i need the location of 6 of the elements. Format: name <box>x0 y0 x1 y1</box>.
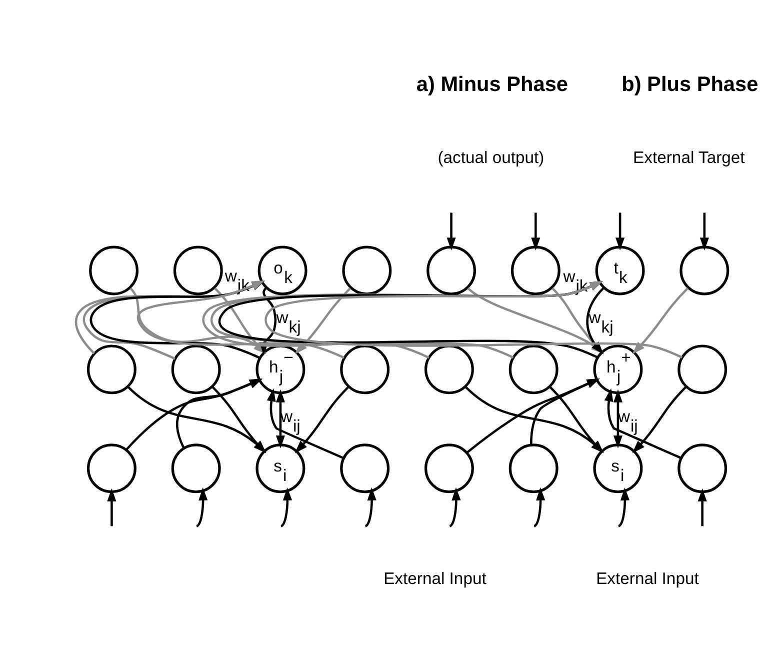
label: b) Plus Phase <box>622 72 758 96</box>
label: (actual output) <box>438 147 544 166</box>
label: External Target <box>633 147 745 166</box>
label: External Input <box>596 568 699 588</box>
label: External Input <box>384 568 486 588</box>
label: a) Minus Phase <box>416 72 568 96</box>
